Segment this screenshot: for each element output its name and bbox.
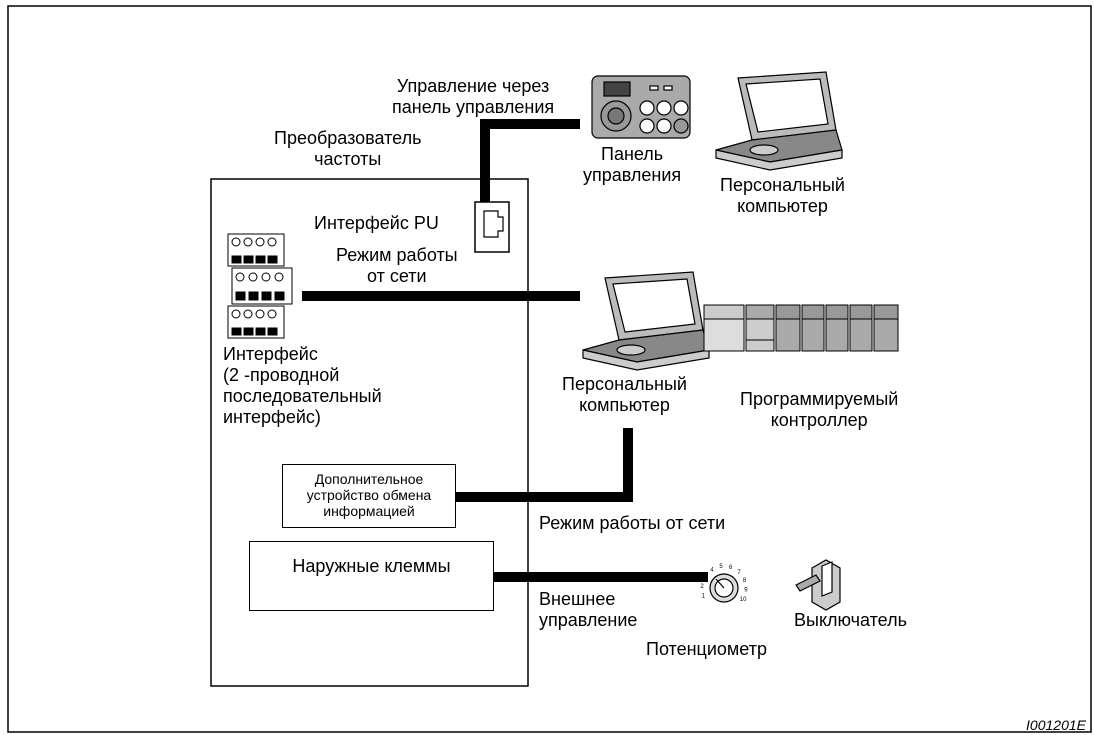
- cable-option-pc: [452, 428, 633, 502]
- network-mode-label-2: Режим работы от сети: [539, 513, 726, 533]
- external-terminals-box: Наружные клеммы: [249, 541, 494, 611]
- dial-scale-mark: 3: [704, 575, 708, 581]
- pu-connector-icon: [474, 201, 510, 253]
- switch-label: Выключатель: [794, 610, 907, 630]
- dial-scale-mark: 5: [719, 564, 723, 570]
- plc-icon: [703, 304, 899, 352]
- panel-label: Панель управления: [583, 144, 682, 185]
- plc-label: Программируемый контроллер: [740, 389, 899, 430]
- external-control-label: Внешнее управление: [539, 589, 638, 630]
- terminal-block-icon: [227, 233, 293, 339]
- comm-option-label: Дополнительное устройство обмена информа…: [306, 471, 432, 519]
- switch-icon: [795, 559, 841, 611]
- dial-scale-mark: 8: [743, 578, 747, 584]
- operation-panel-icon: [591, 75, 691, 139]
- dial-scale-mark: 9: [744, 588, 748, 594]
- cable-pu-panel: [480, 119, 580, 202]
- dial-scale-mark: 1: [702, 594, 706, 600]
- inverter-label: Преобразователь частоты: [274, 128, 422, 169]
- dial-scale-mark: 6: [729, 565, 733, 571]
- dial-scale-mark: 2: [700, 584, 704, 590]
- pc-mid-label: Персональный компьютер: [562, 374, 687, 415]
- cables: [302, 119, 708, 582]
- external-terminals-label: Наружные клеммы: [292, 556, 451, 576]
- dial-scale-mark: 4: [710, 568, 714, 574]
- potentiometer-label: Потенциометр: [646, 639, 767, 659]
- dial-scale-mark: 7: [737, 570, 741, 576]
- figure-frame: [7, 5, 1092, 733]
- pc-top-label: Персональный компьютер: [720, 175, 845, 216]
- pu-interface-label: Интерфейс PU: [314, 213, 439, 233]
- dial-scale-mark: 10: [740, 597, 747, 603]
- figure-id: I001201E: [1026, 717, 1086, 733]
- pu-control-label: Управление через панель управления: [392, 76, 555, 117]
- network-mode-label-1: Режим работы от сети: [336, 245, 458, 286]
- laptop-top-icon: [715, 71, 843, 171]
- comm-option-box: Дополнительное устройство обмена информа…: [282, 464, 456, 528]
- rs485-interface-label: Интерфейс (2 -проводной последовательный…: [223, 344, 382, 427]
- laptop-mid-icon: [582, 271, 710, 371]
